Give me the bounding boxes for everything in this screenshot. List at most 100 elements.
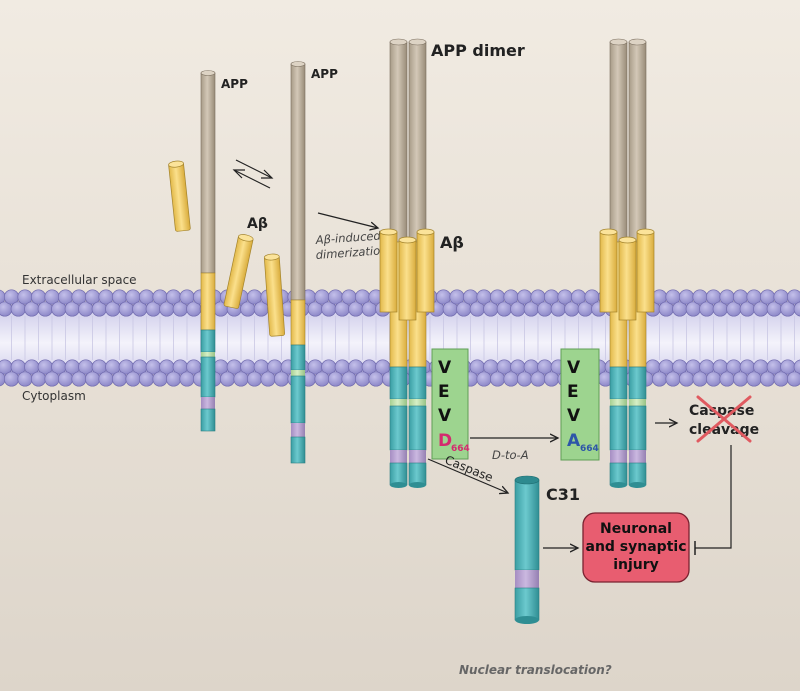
- lipid-head: [786, 289, 800, 305]
- lipid-head: [84, 371, 101, 387]
- lipid-head: [17, 371, 33, 387]
- lipid-head: [759, 371, 776, 387]
- app-monomer-2-cap: [290, 61, 306, 67]
- lipid-head: [314, 371, 330, 387]
- lipid-head: [3, 371, 20, 387]
- lipid-head: [233, 371, 249, 387]
- cytoplasm-label: Cytoplasm: [22, 389, 86, 403]
- injury-label-line2: and synaptic: [586, 539, 687, 555]
- residue-v1: V: [438, 358, 452, 378]
- app-monomer-2-label: APP: [311, 67, 338, 81]
- blocked-cross-icon: [696, 395, 752, 443]
- app-monomer-2: APP: [290, 61, 338, 464]
- lipid-head: [152, 371, 168, 387]
- app-monomer-1-stripe-green: [201, 352, 215, 357]
- app-monomer-1-tm-teal: [200, 329, 216, 353]
- app-monomer-2-stripe-purple: [291, 423, 305, 437]
- lipid-head: [246, 371, 263, 387]
- injury-label-line1: Neuronal: [600, 521, 672, 537]
- lipid-head: [793, 359, 800, 375]
- app-monomer-2-tm-teal: [290, 344, 306, 371]
- injury-label-line3: injury: [613, 557, 659, 573]
- lipid-head: [165, 371, 182, 387]
- lipid-head: [503, 371, 519, 387]
- veva-motif-box: V E V A 664: [560, 348, 600, 461]
- caspase-cleavage-label-line2: cleavage: [689, 422, 759, 438]
- residue-d: D: [438, 431, 452, 451]
- residue-a-number: 664: [580, 444, 599, 454]
- lipid-head: [111, 371, 128, 387]
- free-abeta-peptide-3: [263, 253, 285, 337]
- residue-e1: E: [438, 382, 450, 402]
- lipid-head: [98, 371, 114, 387]
- app-monomer-1-stripe-purple: [201, 397, 215, 409]
- caspase-arrow: [427, 458, 508, 493]
- app-dimer-label: APP dimer: [431, 41, 525, 60]
- lipid-head: [719, 371, 735, 387]
- lipid-head: [71, 371, 87, 387]
- lipid-head: [341, 371, 357, 387]
- vevd-motif-box: V E V D 664: [431, 348, 470, 460]
- d-to-a-label: D-to-A: [492, 448, 529, 462]
- lipid-head: [746, 371, 762, 387]
- app-monomer-2-cyto-end: [290, 436, 306, 464]
- lipid-head: [665, 371, 681, 387]
- lipid-head: [44, 371, 60, 387]
- app-dimer-wildtype: [379, 38, 435, 488]
- free-abeta-peptide-2: [223, 234, 254, 309]
- app-monomer-2-cyto-teal: [290, 375, 306, 424]
- residue-a: A: [567, 431, 581, 451]
- app-monomer-1: APP: [200, 70, 248, 432]
- app-monomer-2-abeta-region: [290, 299, 306, 346]
- app-monomer-1-ectodomain: [200, 72, 216, 274]
- lipid-head: [57, 371, 74, 387]
- app-monomer-1-cyto-end: [200, 408, 216, 432]
- inhibition-line: [695, 445, 732, 549]
- residue-d-number: 664: [451, 444, 470, 454]
- lipid-head: [138, 371, 155, 387]
- free-abeta-peptide-1: [168, 160, 191, 232]
- dimerization-arrow: [317, 212, 378, 228]
- lipid-head: [30, 371, 47, 387]
- lipid-head: [773, 371, 789, 387]
- bound-abeta-cylinders: [379, 228, 435, 321]
- lipid-head: [354, 371, 371, 387]
- app-monomer-1-cap: [200, 70, 216, 76]
- extracellular-space-label: Extracellular space: [22, 273, 137, 287]
- lipid-head: [793, 301, 800, 317]
- abeta-dimerization-label-line2: dimerization: [315, 243, 388, 262]
- lipid-head: [692, 371, 708, 387]
- lipid-head: [516, 371, 533, 387]
- lipid-head: [260, 371, 276, 387]
- abeta-mid-label: Aβ: [440, 233, 464, 252]
- lipid-head: [530, 371, 546, 387]
- lipid-head: [219, 371, 236, 387]
- lipid-head: [705, 371, 722, 387]
- c31-label: C31: [546, 485, 580, 504]
- lipid-head: [732, 371, 749, 387]
- residue-v2: V: [438, 406, 452, 426]
- lipid-head: [476, 371, 492, 387]
- abeta-left-label: Aβ: [247, 216, 268, 232]
- lipid-head: [543, 371, 560, 387]
- lipid-head: [273, 371, 290, 387]
- lipid-head: [125, 371, 141, 387]
- lipid-head: [179, 371, 195, 387]
- app-monomer-1-abeta-region: [200, 272, 216, 331]
- app-monomer-1-cyto-teal: [200, 356, 216, 398]
- app-monomer-1-label: APP: [221, 77, 248, 91]
- lipid-head: [489, 371, 506, 387]
- neuronal-synaptic-injury-box: Neuronal and synaptic injury: [582, 512, 690, 583]
- c31-fragment: [514, 475, 540, 624]
- residue-e2: E: [567, 382, 579, 402]
- lipid-head: [678, 371, 695, 387]
- app-dimer-mutant: [599, 38, 655, 488]
- residue-v4: V: [567, 406, 581, 426]
- equilibrium-arrows: [232, 159, 274, 189]
- caspase-cleavage-blocked: Caspase cleavage: [689, 395, 759, 443]
- lipid-head: [327, 371, 344, 387]
- nuclear-translocation-label: Nuclear translocation?: [459, 663, 612, 677]
- lipid-head: [368, 371, 384, 387]
